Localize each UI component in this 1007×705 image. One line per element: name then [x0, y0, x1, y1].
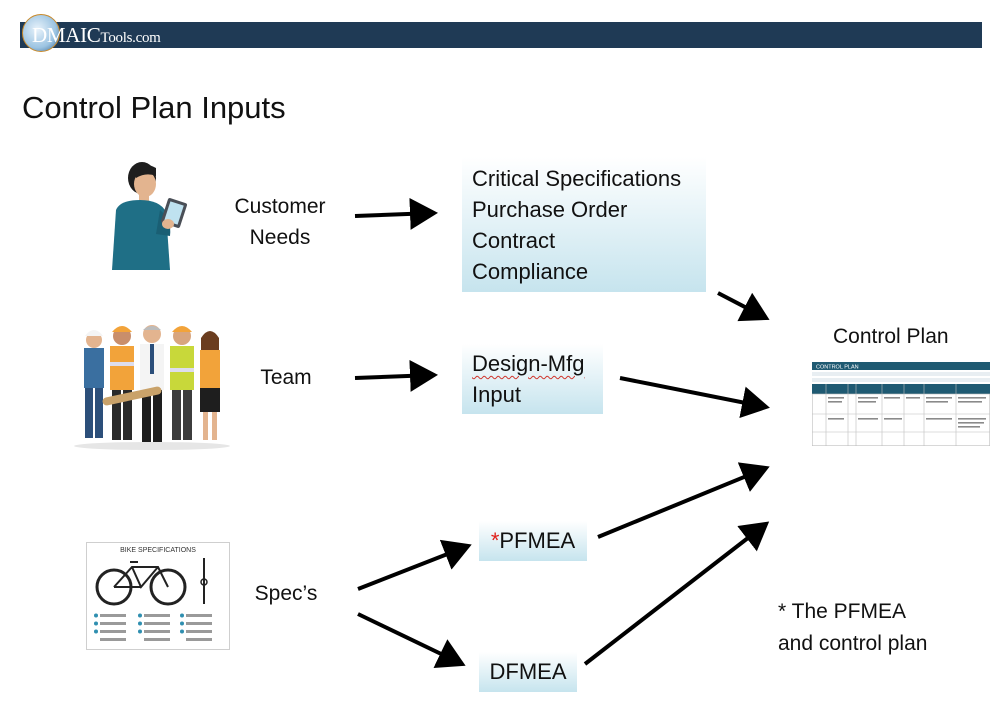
logo-sub-text: Tools.com — [100, 30, 161, 46]
logo-globe-icon — [22, 14, 60, 52]
header-bar — [20, 22, 982, 48]
page-title: Control Plan Inputs — [22, 90, 286, 125]
bike-specifications-sheet-icon: BIKE SPECIFICATIONS — [86, 542, 230, 650]
person-with-tablet-icon — [112, 162, 188, 270]
design-mfg-text: Design-Mfg — [472, 351, 585, 376]
dmaic-tools-logo[interactable]: DMAICTools.com — [22, 14, 182, 54]
control-plan-label: Control Plan — [833, 325, 949, 348]
input-label-customer-needs: Customer Needs — [222, 191, 338, 253]
arrow-design-box-to-control-plan — [619, 376, 770, 419]
footnote-line-2: and control plan — [778, 632, 928, 655]
arrow-team-to-box — [354, 359, 438, 392]
box-line-critical-specifications: Critical Specifications — [472, 166, 682, 191]
dfmea-text: DFMEA — [489, 659, 567, 684]
industrial-team-icon — [74, 325, 230, 450]
customer-label-line-1: Customer — [234, 195, 326, 218]
pfmea-box: *PFMEA — [479, 521, 587, 561]
pfmea-text: PFMEA — [499, 528, 576, 553]
box-line-purchase-order: Purchase Order — [472, 197, 628, 222]
design-mfg-input-box: Design-Mfg Input — [462, 344, 603, 414]
footnote-line-1: * The PFMEA — [778, 600, 906, 623]
arrow-dfmea-to-control-plan — [583, 521, 770, 666]
control-plan-doc-header: CONTROL PLAN — [816, 365, 859, 371]
control-plan-document-icon: CONTROL PLAN — [812, 362, 990, 446]
box-line-compliance: Compliance — [472, 259, 589, 284]
bike-sheet-title: BIKE SPECIFICATIONS — [120, 547, 196, 554]
customer-needs-output-box: Critical Specifications Purchase Order C… — [462, 157, 706, 292]
arrow-customer-to-box — [354, 197, 438, 230]
input-text: Input — [472, 382, 521, 407]
input-label-team: Team — [260, 366, 312, 389]
input-label-specs: Spec’s — [254, 582, 318, 605]
customer-label-line-2: Needs — [249, 226, 311, 249]
footnote: * The PFMEA and control plan — [778, 596, 927, 660]
arrow-customer-box-to-control-plan — [717, 291, 770, 322]
pfmea-asterisk: * — [490, 528, 500, 553]
dfmea-box: DFMEA — [479, 652, 577, 692]
box-line-contract: Contract — [472, 228, 556, 253]
logo-main-text: DMAIC — [32, 23, 101, 47]
arrow-pfmea-to-control-plan — [597, 462, 770, 539]
arrow-specs-to-pfmea — [357, 539, 472, 591]
arrow-specs-to-dfmea — [357, 612, 466, 669]
